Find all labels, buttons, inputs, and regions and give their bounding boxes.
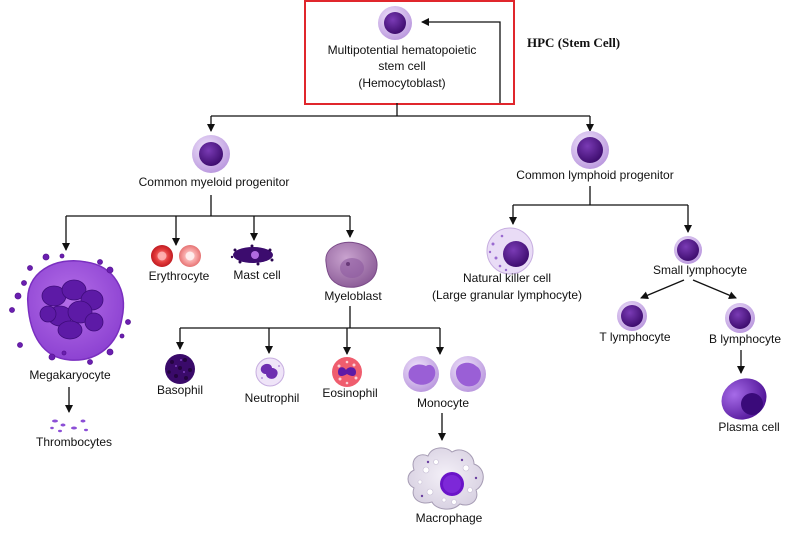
neutrophil-cell (255, 357, 285, 387)
stem-cell-label-line1: Multipotential hematopoietic (327, 43, 477, 57)
mast-cell (230, 244, 274, 266)
mast-cell-label: Mast cell (233, 268, 281, 282)
basophil-cell (165, 354, 195, 384)
neutrophil-label: Neutrophil (244, 391, 300, 405)
plasma-cell (721, 378, 767, 420)
natural-killer-cell (486, 227, 534, 275)
eosinophil-cell (332, 357, 362, 387)
hpc-stem-cell-label: HPC (Stem Cell) (527, 35, 621, 50)
eosinophil-label: Eosinophil (322, 386, 378, 400)
b-lymphocyte-cell (725, 303, 755, 333)
connector-lines (62, 18, 745, 441)
myeloid-progenitor-label: Common myeloid progenitor (138, 175, 290, 189)
thrombocytes-label: Thrombocytes (35, 435, 113, 449)
stem-cell-label-line2: stem cell (378, 59, 426, 73)
megakaryocyte-cell (9, 253, 131, 365)
b-lymphocyte-label: B lymphocyte (708, 332, 782, 346)
plasma-cell-label: Plasma cell (718, 420, 780, 434)
monocyte-label: Monocyte (416, 396, 470, 410)
thrombocytes-cells (50, 419, 88, 433)
natural-killer-label-line1: Natural killer cell (462, 271, 552, 285)
myeloblast-cell (325, 241, 378, 288)
myeloblast-label: Myeloblast (324, 289, 382, 303)
erythrocyte-label: Erythrocyte (148, 269, 210, 283)
macrophage-cell (407, 447, 484, 510)
stem-cell (378, 6, 412, 40)
small-lymphocyte-cell (674, 236, 702, 264)
small-lymphocyte-label: Small lymphocyte (652, 263, 748, 277)
t-lymphocyte-label: T lymphocyte (599, 330, 671, 344)
myeloid-progenitor-cell (192, 135, 230, 173)
natural-killer-label-line2: (Large granular lymphocyte) (431, 288, 583, 302)
basophil-label: Basophil (156, 383, 204, 397)
erythrocyte-cells (151, 245, 201, 267)
megakaryocyte-label: Megakaryocyte (29, 368, 111, 382)
stem-cell-label-line3: (Hemocytoblast) (358, 76, 446, 90)
lymphoid-progenitor-cell (571, 131, 609, 169)
lymphoid-progenitor-label: Common lymphoid progenitor (516, 168, 674, 182)
macrophage-label: Macrophage (415, 511, 483, 525)
t-lymphocyte-cell (617, 301, 647, 331)
stem-cell-highlight-box (304, 0, 515, 105)
monocyte-cells (403, 356, 486, 392)
